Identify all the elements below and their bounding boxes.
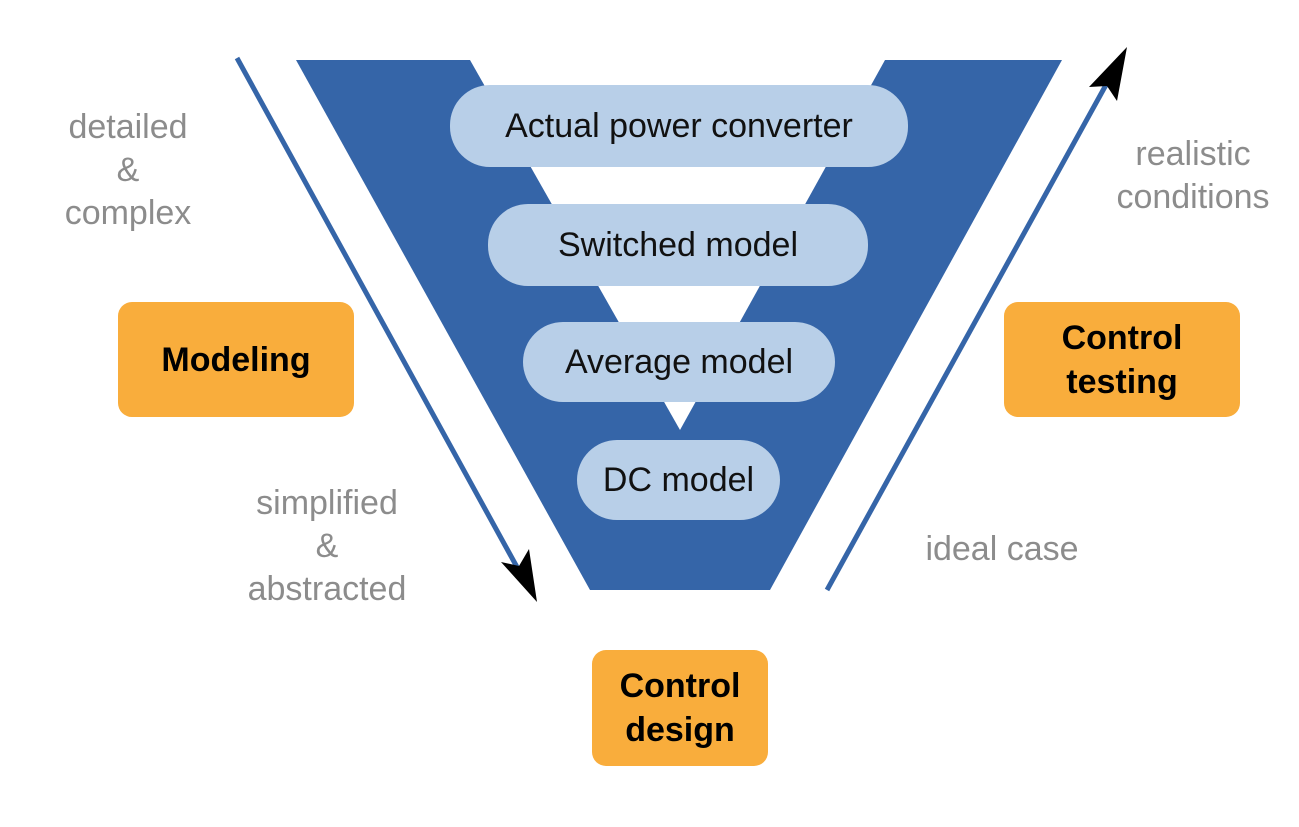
descend-arrow-head xyxy=(501,549,537,602)
annotation-ampersand-2: & xyxy=(315,527,339,565)
annotation-complex: complex xyxy=(64,194,192,232)
annotation-conditions: conditions xyxy=(1116,178,1270,216)
annotation-detailed-complex: detailed & complex xyxy=(38,106,218,235)
stage-control-testing: Control testing xyxy=(1004,302,1240,417)
annotation-detailed: detailed xyxy=(68,108,188,146)
level-switched-model: Switched model xyxy=(488,204,868,286)
annotation-realistic-conditions: realistic conditions xyxy=(1093,133,1293,219)
descend-arrow-line xyxy=(234,56,526,580)
stage-control-design-line2: design xyxy=(625,711,735,749)
stage-control-testing-line1: Control xyxy=(1061,318,1183,357)
annotation-realistic: realistic xyxy=(1135,135,1251,173)
level-dc-model: DC model xyxy=(577,440,780,520)
stage-control-design-line1: Control xyxy=(619,667,741,705)
ascend-arrow-head xyxy=(1089,47,1127,101)
annotation-ideal-case: ideal case xyxy=(925,530,1079,568)
stage-modeling-label: Modeling xyxy=(161,340,311,379)
stage-control-testing-line2: testing xyxy=(1066,362,1178,401)
level-average-model: Average model xyxy=(523,322,835,402)
annotation-ampersand-1: & xyxy=(116,151,140,189)
level-actual-power-converter: Actual power converter xyxy=(450,85,908,167)
annotation-abstracted: abstracted xyxy=(247,570,407,608)
annotation-simplified-abstracted: simplified & abstracted xyxy=(222,482,432,611)
stage-control-design: Control design xyxy=(592,650,768,766)
annotation-simplified: simplified xyxy=(256,484,398,522)
stage-modeling: Modeling xyxy=(118,302,354,417)
ascend-arrow-line xyxy=(824,72,1115,592)
